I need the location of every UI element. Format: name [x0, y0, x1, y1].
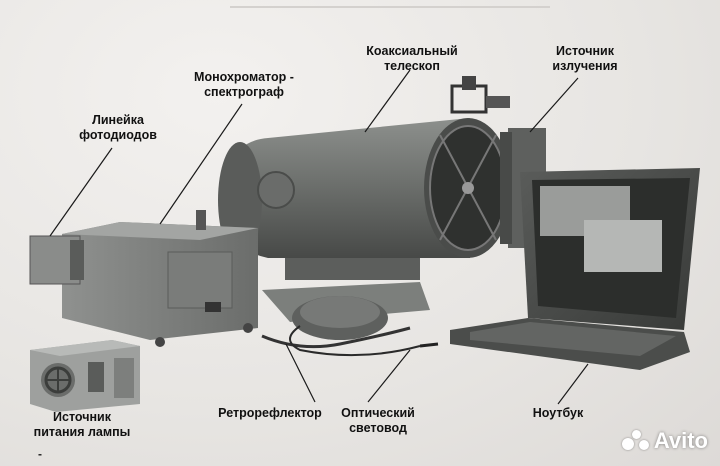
label-monochromator: Монохроматор - спектрограф [194, 70, 294, 99]
avito-brand-text: Avito [653, 428, 708, 453]
photodiode-array [29, 235, 84, 285]
background-bleed [230, 6, 550, 16]
leader-lines [49, 69, 589, 405]
avito-logo-icon [621, 430, 650, 452]
label-optical-fiber: Оптический световод [341, 406, 415, 435]
label-power-supply: Источник питания лампы [33, 410, 131, 439]
laptop [450, 168, 700, 370]
label-retroreflector: Ретрорефлектор [218, 406, 322, 420]
retroreflector [261, 296, 439, 357]
label-photodiodes: Линейка фотодиодов [79, 113, 157, 142]
label-telescope: Коаксиальный телескоп [366, 44, 458, 73]
coaxial-telescope [218, 76, 512, 258]
stray-dash: - [38, 447, 42, 461]
avito-watermark: Avito [621, 428, 708, 454]
lamp-power-supply [30, 340, 140, 412]
label-radiation-source: Источник излучения [552, 44, 618, 73]
monochromator-spectrograph [62, 210, 258, 347]
label-laptop: Ноутбук [532, 406, 584, 420]
